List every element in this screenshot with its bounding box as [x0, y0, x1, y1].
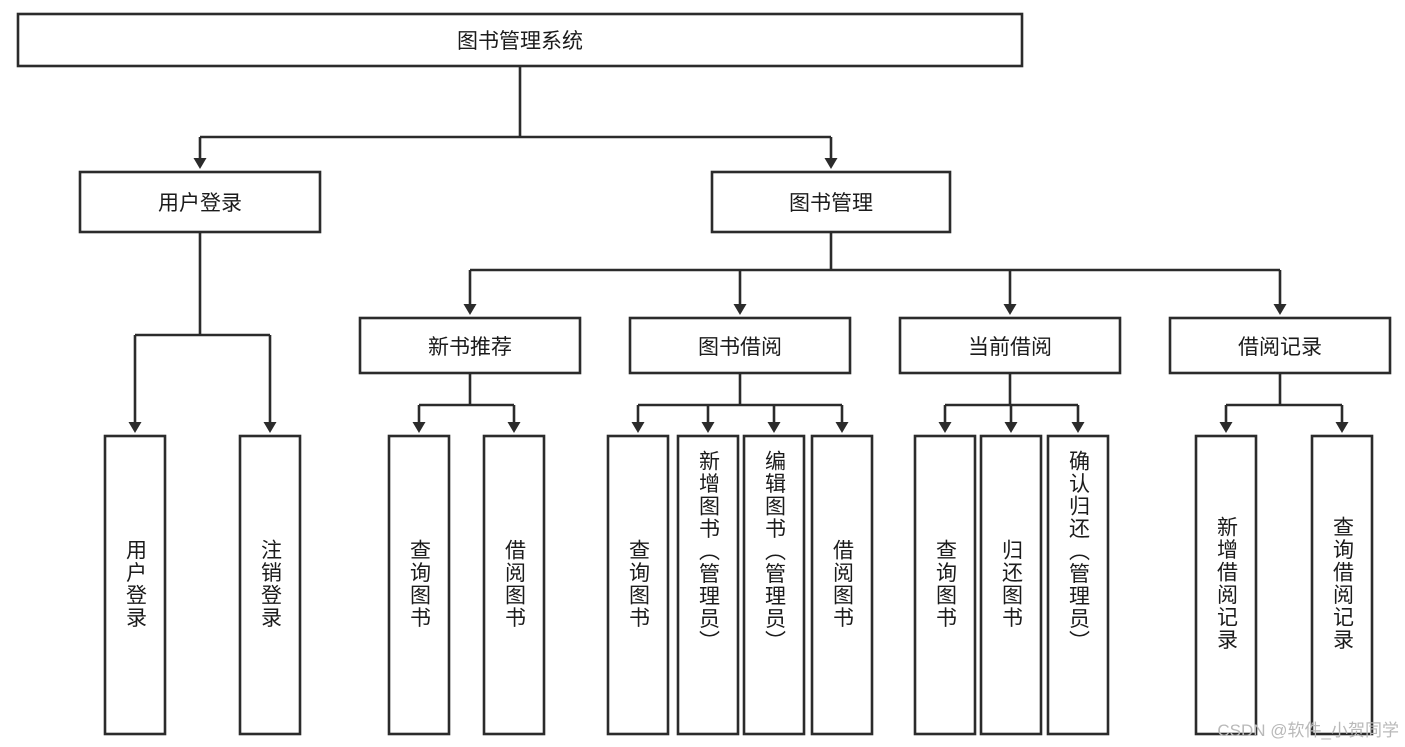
- node-box-l4_10[interactable]: [1046, 434, 1110, 736]
- node-box-l4_9[interactable]: [979, 434, 1043, 736]
- node-box-l4_7[interactable]: [810, 434, 874, 736]
- node-box-l4_2[interactable]: [387, 434, 451, 736]
- node-box-l4_11[interactable]: [1194, 434, 1258, 736]
- node-box-l4_0[interactable]: [103, 434, 167, 736]
- node-box-l4_8[interactable]: [913, 434, 977, 736]
- node-box-l4_6[interactable]: [742, 434, 806, 736]
- node-box-l4_1[interactable]: [238, 434, 302, 736]
- boxes-layer: [16, 12, 1392, 736]
- node-box-l4_12[interactable]: [1310, 434, 1374, 736]
- node-box-l4_4[interactable]: [606, 434, 670, 736]
- node-box-l3_0[interactable]: [358, 316, 582, 375]
- node-box-l4_5[interactable]: [676, 434, 740, 736]
- edges-layer: [128, 66, 1349, 433]
- node-box-l3_1[interactable]: [628, 316, 852, 375]
- node-box-root[interactable]: [16, 12, 1024, 68]
- node-box-l2_1[interactable]: [710, 170, 952, 234]
- node-box-l4_3[interactable]: [482, 434, 546, 736]
- node-box-l3_3[interactable]: [1168, 316, 1392, 375]
- node-box-l2_0[interactable]: [78, 170, 322, 234]
- node-box-l3_2[interactable]: [898, 316, 1122, 375]
